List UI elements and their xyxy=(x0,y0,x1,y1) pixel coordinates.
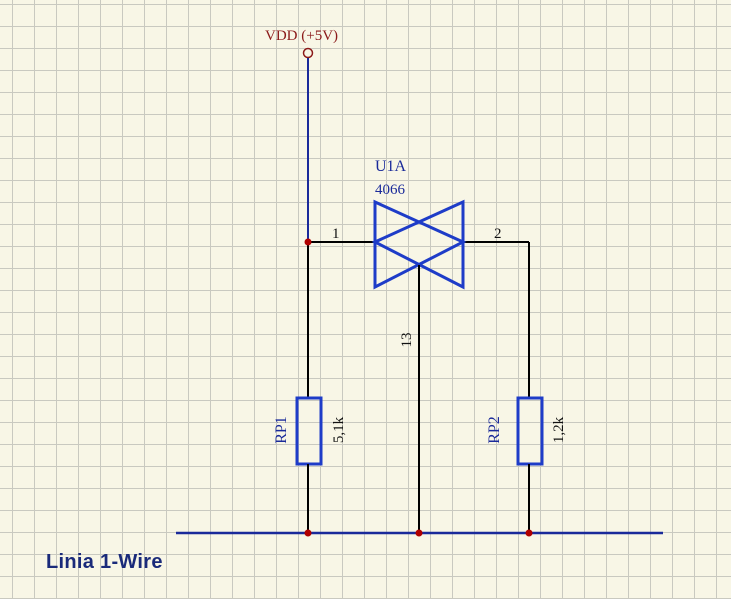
diagram-caption: Linia 1-Wire xyxy=(46,551,163,573)
junction-dot xyxy=(304,529,312,537)
vdd-port-symbol xyxy=(302,47,314,59)
analog-switch-symbol xyxy=(371,199,467,290)
junction-dot xyxy=(415,529,423,537)
pin-13-label: 13 xyxy=(399,333,415,348)
rp1-ref-label: RP1 xyxy=(273,416,290,444)
resistor-rp2-symbol xyxy=(516,396,544,466)
switch-part-label: 4066 xyxy=(375,182,406,198)
rp1-value-label: 5,1k xyxy=(331,416,347,443)
resistor-rp1-symbol xyxy=(295,396,323,466)
pin-1-label: 1 xyxy=(332,226,340,242)
rp2-ref-label: RP2 xyxy=(486,416,503,444)
vdd-label: VDD (+5V) xyxy=(265,28,338,44)
pin-2-label: 2 xyxy=(494,226,502,242)
junction-dot xyxy=(525,529,533,537)
junction-dot xyxy=(304,238,312,246)
switch-ref-label: U1A xyxy=(375,158,407,175)
rp2-value-label: 1,2k xyxy=(551,416,567,443)
